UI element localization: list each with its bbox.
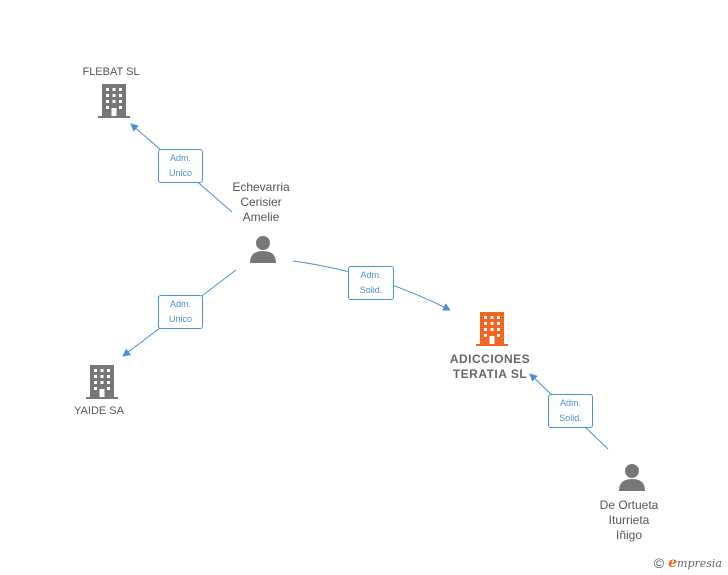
building-icon[interactable] <box>86 365 118 399</box>
edge-label-echevarria-flebat[interactable]: Adm. Unico <box>158 149 203 183</box>
node-label-echevarria: Echevarria Cerisier Amelie <box>232 180 290 224</box>
edge-label-deortueta-adicciones[interactable]: Adm. Solid. <box>548 394 593 428</box>
node-label-adicciones: ADICCIONES TERATIA SL <box>449 352 531 381</box>
building-icon-highlighted[interactable] <box>476 312 508 346</box>
node-label-yaide: YAIDE SA <box>74 405 124 417</box>
brand-watermark: © empresia <box>654 555 722 571</box>
brand-logo-initial: e <box>668 555 678 571</box>
node-label-flebat: FLEBAT SL <box>82 66 140 78</box>
node-label-deortueta: De Ortueta Iturrieta Iñigo <box>599 498 659 542</box>
edge-label-echevarria-yaide[interactable]: Adm. Unico <box>158 295 203 329</box>
edge-label-echevarria-adicciones[interactable]: Adm. Solid. <box>348 266 394 300</box>
copyright-symbol: © <box>653 555 665 571</box>
brand-logo-name: mpresia <box>677 557 722 570</box>
person-icon[interactable] <box>618 463 646 491</box>
building-icon[interactable] <box>98 84 130 118</box>
person-icon[interactable] <box>249 235 277 263</box>
